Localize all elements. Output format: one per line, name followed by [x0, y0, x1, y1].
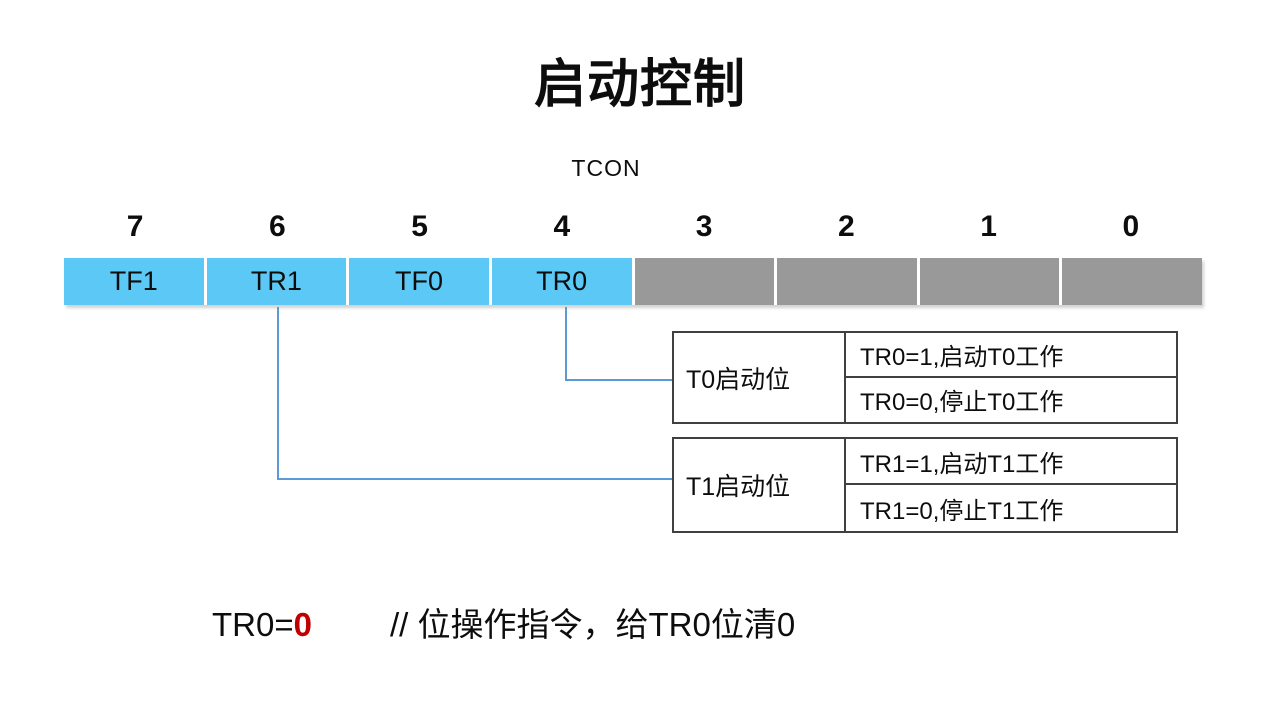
register-cell-tf1: TF1 [64, 258, 204, 305]
register-cell-tr1: TR1 [206, 258, 347, 305]
code-lhs: TR0= [212, 606, 294, 643]
tr1-connector-line [277, 307, 672, 480]
code-value: 0 [293, 606, 312, 643]
bit-number-4: 4 [553, 210, 571, 243]
t1-annotation-table: T1启动位 TR1=1,启动T1工作 TR1=0,停止T1工作 [672, 437, 1178, 533]
t0-start-bit-label: T0启动位 [674, 333, 846, 422]
code-statement: TR0=0 // 位操作指令，给TR0位清0 [212, 598, 795, 646]
tcon-register-bar: TF1 TR1 TF0 TR0 [64, 258, 1202, 305]
t1-rule-clear: TR1=0,停止T1工作 [860, 497, 1064, 525]
bit-number-0: 0 [1122, 210, 1140, 243]
bit-number-2: 2 [838, 210, 855, 243]
bit-number-row: 7 6 5 4 3 2 1 0 [64, 210, 1202, 248]
bit-number-6: 6 [269, 210, 286, 243]
register-cell-tf0: TF0 [349, 258, 489, 305]
code-comment: // 位操作指令，给TR0位清0 [389, 606, 796, 643]
register-cell-bit0 [1062, 258, 1202, 305]
page-title: 启动控制 [533, 56, 746, 114]
register-name-label: TCON [571, 155, 641, 181]
tr0-connector-line [565, 307, 672, 381]
bit-number-5: 5 [411, 210, 428, 243]
bit-number-3: 3 [695, 210, 713, 243]
t0-rule-set: TR0=1,启动T0工作 [846, 333, 1176, 378]
bit-number-1: 1 [980, 210, 997, 243]
register-cell-tr0: TR0 [491, 258, 632, 305]
register-cell-bit2 [777, 258, 917, 305]
bit-number-7: 7 [126, 210, 144, 243]
t0-annotation-table: T0启动位 TR0=1,启动T0工作 TR0=0,停止T0工作 [672, 331, 1178, 424]
register-cell-bit1 [919, 258, 1060, 305]
t1-start-bit-label: T1启动位 [674, 439, 846, 531]
t0-rule-clear: TR0=0,停止T0工作 [860, 389, 1064, 417]
t1-rule-set: TR1=1,启动T1工作 [846, 439, 1176, 485]
register-cell-bit3 [634, 258, 775, 305]
